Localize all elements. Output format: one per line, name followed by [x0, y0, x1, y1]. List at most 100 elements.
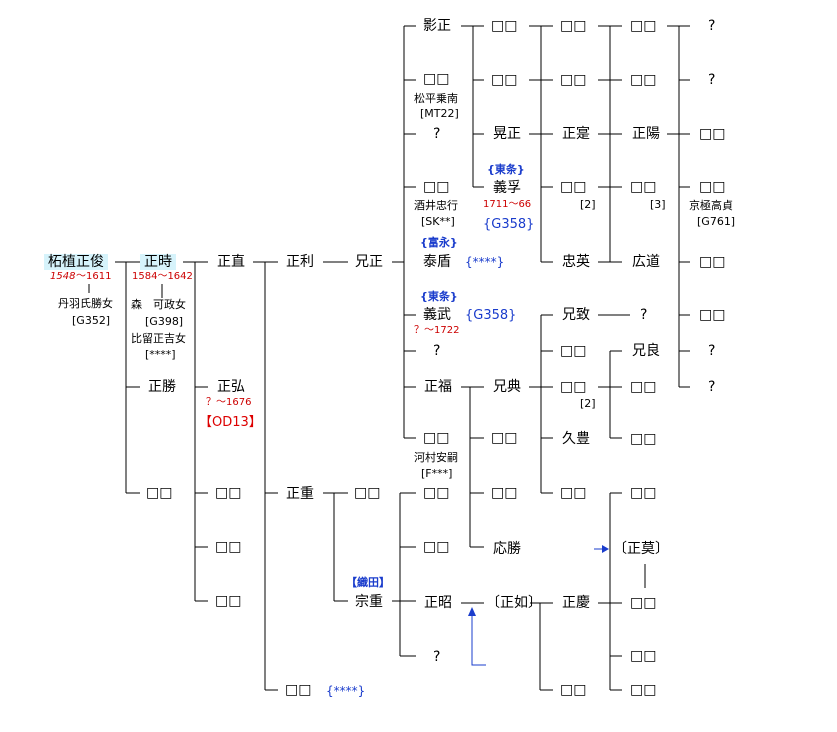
person-unknown[interactable]: □□	[491, 18, 518, 34]
person-tadahide[interactable]: 忠英	[562, 254, 590, 270]
person-kyomasa[interactable]: 兄正	[355, 254, 383, 270]
person-unknown[interactable]: □□	[630, 18, 657, 34]
note-3: [3]	[650, 198, 666, 211]
person-okatsu[interactable]: 応勝	[493, 541, 521, 557]
person-unknown[interactable]: □□	[630, 682, 657, 698]
person-masaaki[interactable]: 正昭	[424, 595, 452, 611]
person-masashige[interactable]: 正重	[286, 486, 314, 502]
wife-mori: 森 可政女	[131, 298, 186, 311]
oda-clan-label: 【織田】	[346, 576, 390, 589]
person-masayasu[interactable]: 正寔	[562, 126, 590, 142]
person-unknown[interactable]: □□	[630, 379, 657, 395]
person-masahiro[interactable]: 正弘	[217, 379, 245, 395]
person-masatoki[interactable]: 正時	[140, 254, 176, 270]
person-unknown-q[interactable]: ?	[708, 18, 716, 34]
yoshitake-dates: ？〜1722	[414, 325, 460, 336]
person-kyoten[interactable]: 兄典	[493, 379, 521, 395]
person-unknown[interactable]: □□	[630, 485, 657, 501]
masahiro-dates: ？〜1676	[206, 397, 252, 408]
unknown-ref: {****}	[326, 684, 366, 698]
person-unknown-q[interactable]: ?	[433, 126, 441, 142]
tominaga-clan-label: {富永}	[420, 236, 458, 249]
person-akimasa[interactable]: 晃正	[493, 126, 521, 142]
person-unknown[interactable]: □□	[423, 71, 450, 87]
yoshisuke-ref: {G358}	[483, 217, 535, 232]
note-2: [2]	[580, 397, 596, 410]
person-unknown[interactable]: □□	[699, 126, 726, 142]
person-unknown[interactable]: □□	[560, 18, 587, 34]
person-hisatoyo[interactable]: 久豊	[562, 431, 590, 447]
person-unknown-q[interactable]: ?	[640, 307, 648, 323]
person-unknown[interactable]: □□	[491, 430, 518, 446]
wife-mori-ref: [G398]	[145, 315, 184, 328]
person-unknown[interactable]: □□	[491, 72, 518, 88]
person-unknown-q[interactable]: ?	[708, 343, 716, 359]
person-unknown[interactable]: □□	[699, 307, 726, 323]
tojo-clan-label: {東条}	[420, 290, 458, 303]
person-unknown[interactable]: □□	[285, 682, 312, 698]
wife-niwa-ref: [G352]	[72, 314, 111, 327]
person-unknown[interactable]: □□	[560, 343, 587, 359]
spouse-sakai: 酒井忠行	[414, 199, 458, 212]
person-kyoryo[interactable]: 兄良	[632, 343, 660, 359]
person-unknown[interactable]: □□	[354, 485, 381, 501]
masatoki-dates: 1584〜1642	[132, 271, 193, 282]
person-unknown-q[interactable]: ?	[433, 343, 441, 359]
person-unknown-q[interactable]: ?	[433, 649, 441, 665]
birth-year: 1548	[50, 271, 76, 282]
person-kyochi[interactable]: 兄致	[562, 307, 590, 323]
person-unknown[interactable]: □□	[423, 430, 450, 446]
person-unknown[interactable]: □□	[423, 485, 450, 501]
person-unknown[interactable]: □□	[560, 682, 587, 698]
person-masanao[interactable]: 正直	[217, 254, 245, 270]
note-2: [2]	[580, 198, 596, 211]
person-yoshisuke[interactable]: 義孚	[493, 180, 521, 196]
person-unknown-q[interactable]: ?	[708, 379, 716, 395]
tojo-clan-label-2: {東条}	[487, 163, 525, 176]
person-unknown[interactable]: □□	[630, 648, 657, 664]
person-unknown[interactable]: □□	[215, 593, 242, 609]
spouse-sakai-ref: [SK**]	[421, 215, 455, 228]
spouse-matsudaira: 松平乗南	[414, 92, 458, 105]
person-masatomi[interactable]: 正福	[424, 379, 452, 395]
person-masakatsu[interactable]: 正勝	[148, 379, 176, 395]
person-masatoshi-2[interactable]: 正利	[286, 254, 314, 270]
death-year: 〜1611	[76, 271, 112, 282]
person-kagemasa[interactable]: 影正	[423, 18, 451, 34]
person-masamo[interactable]: 〔正莫〕	[613, 541, 669, 557]
person-unknown[interactable]: □□	[423, 179, 450, 195]
wife-hiru-ref: [****]	[145, 348, 176, 361]
person-unknown[interactable]: □□	[215, 485, 242, 501]
person-masaharu[interactable]: 正陽	[632, 126, 660, 142]
person-masayuki[interactable]: 〔正如〕	[486, 595, 542, 611]
person-unknown[interactable]: □□	[215, 539, 242, 555]
tominaga-ref: {****}	[465, 255, 505, 269]
yoshisuke-dates: 1711〜66	[483, 199, 532, 210]
person-unknown[interactable]: □□	[560, 485, 587, 501]
person-unknown[interactable]: □□	[423, 539, 450, 555]
person-unknown[interactable]: □□	[630, 595, 657, 611]
masahiro-ref: 【OD13】	[199, 415, 262, 430]
person-unknown[interactable]: □□	[630, 179, 657, 195]
person-yoshitake[interactable]: 義武	[423, 307, 451, 323]
person-unknown[interactable]: □□	[630, 72, 657, 88]
person-unknown[interactable]: □□	[560, 179, 587, 195]
wife-hiru: 比留正吉女	[131, 332, 186, 345]
person-unknown[interactable]: □□	[491, 485, 518, 501]
person-unknown-q[interactable]: ?	[708, 72, 716, 88]
person-unknown[interactable]: □□	[560, 379, 587, 395]
spouse-kawamura-ref: [F***]	[421, 467, 453, 480]
person-unknown[interactable]: □□	[146, 485, 173, 501]
person-unknown[interactable]: □□	[699, 254, 726, 270]
person-unknown[interactable]: □□	[699, 179, 726, 195]
spouse-kyogoku: 京極高貞	[689, 199, 733, 212]
spouse-kyogoku-ref: [G761]	[697, 215, 736, 228]
person-masatoshi[interactable]: 柘植正俊	[44, 254, 108, 270]
person-hiromichi[interactable]: 広道	[632, 254, 660, 270]
person-munashige[interactable]: 宗重	[355, 594, 383, 610]
person-tominaga[interactable]: 泰盾	[423, 254, 451, 270]
person-unknown[interactable]: □□	[630, 431, 657, 447]
person-unknown[interactable]: □□	[560, 72, 587, 88]
person-masayoshi[interactable]: 正慶	[562, 595, 590, 611]
